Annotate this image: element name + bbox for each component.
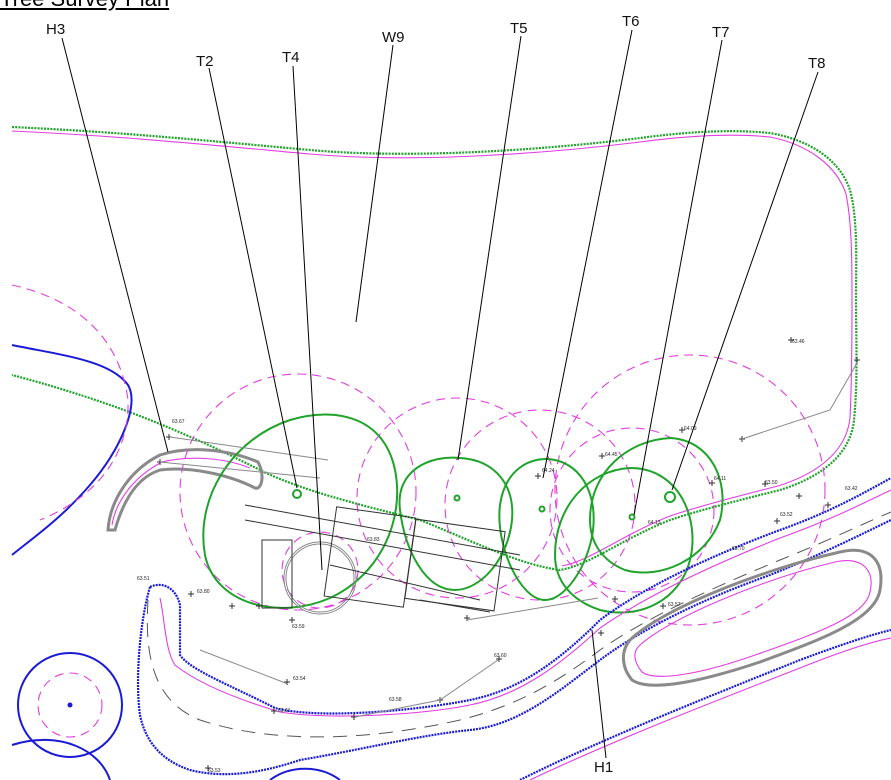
svg-text:64.13: 64.13 bbox=[648, 520, 661, 526]
svg-text:63.80: 63.80 bbox=[197, 589, 210, 595]
label-t6: T6 bbox=[622, 13, 640, 30]
survey-spot-levels: 63.46 63.50 64.09 64.45 64.11 64.13 64.2… bbox=[137, 337, 860, 774]
svg-text:63.52: 63.52 bbox=[780, 512, 793, 518]
svg-text:63.46: 63.46 bbox=[792, 339, 805, 345]
label-h1: H1 bbox=[594, 759, 613, 776]
svg-text:63.70: 63.70 bbox=[732, 546, 745, 552]
svg-text:64.45: 64.45 bbox=[605, 452, 618, 458]
svg-text:63.83: 63.83 bbox=[367, 537, 380, 543]
label-leaders bbox=[61, 29, 819, 759]
label-t5: T5 bbox=[510, 20, 528, 37]
svg-text:63.51: 63.51 bbox=[137, 576, 150, 582]
traffic-island bbox=[622, 548, 883, 687]
svg-text:63.58: 63.58 bbox=[389, 697, 402, 703]
svg-text:63.50: 63.50 bbox=[765, 480, 778, 486]
label-t7: T7 bbox=[712, 24, 730, 41]
svg-text:63.53: 63.53 bbox=[208, 768, 221, 774]
page-title: Tree Survey Plan bbox=[0, 0, 169, 12]
road-area bbox=[11, 477, 891, 780]
boundary-left bbox=[11, 284, 133, 556]
label-t8: T8 bbox=[808, 55, 826, 72]
svg-text:63.67: 63.67 bbox=[172, 419, 185, 425]
tree-canopies bbox=[202, 413, 724, 614]
label-t2: T2 bbox=[196, 53, 214, 70]
label-w9: W9 bbox=[382, 29, 405, 46]
svg-text:63.61: 63.61 bbox=[278, 708, 291, 714]
label-h3: H3 bbox=[46, 21, 65, 38]
svg-text:63.54: 63.54 bbox=[293, 676, 306, 682]
structure-outlines bbox=[244, 504, 521, 615]
svg-text:64.24: 64.24 bbox=[542, 468, 555, 474]
tree-bottom-left bbox=[17, 652, 123, 758]
svg-text:64.09: 64.09 bbox=[684, 426, 697, 432]
svg-text:63.57: 63.57 bbox=[668, 602, 681, 608]
svg-text:63.59: 63.59 bbox=[292, 624, 305, 630]
hedge-h3 bbox=[106, 448, 264, 532]
svg-text:64.11: 64.11 bbox=[714, 476, 726, 482]
tree-labels: H3 T2 T4 W9 T5 T6 T7 T8 H1 bbox=[46, 13, 826, 776]
svg-text:63.60: 63.60 bbox=[494, 653, 507, 659]
rpa-circles bbox=[37, 354, 826, 738]
svg-text:63.42: 63.42 bbox=[845, 486, 858, 492]
label-t4: T4 bbox=[282, 49, 300, 66]
woodland-w9-canopy bbox=[11, 125, 858, 572]
